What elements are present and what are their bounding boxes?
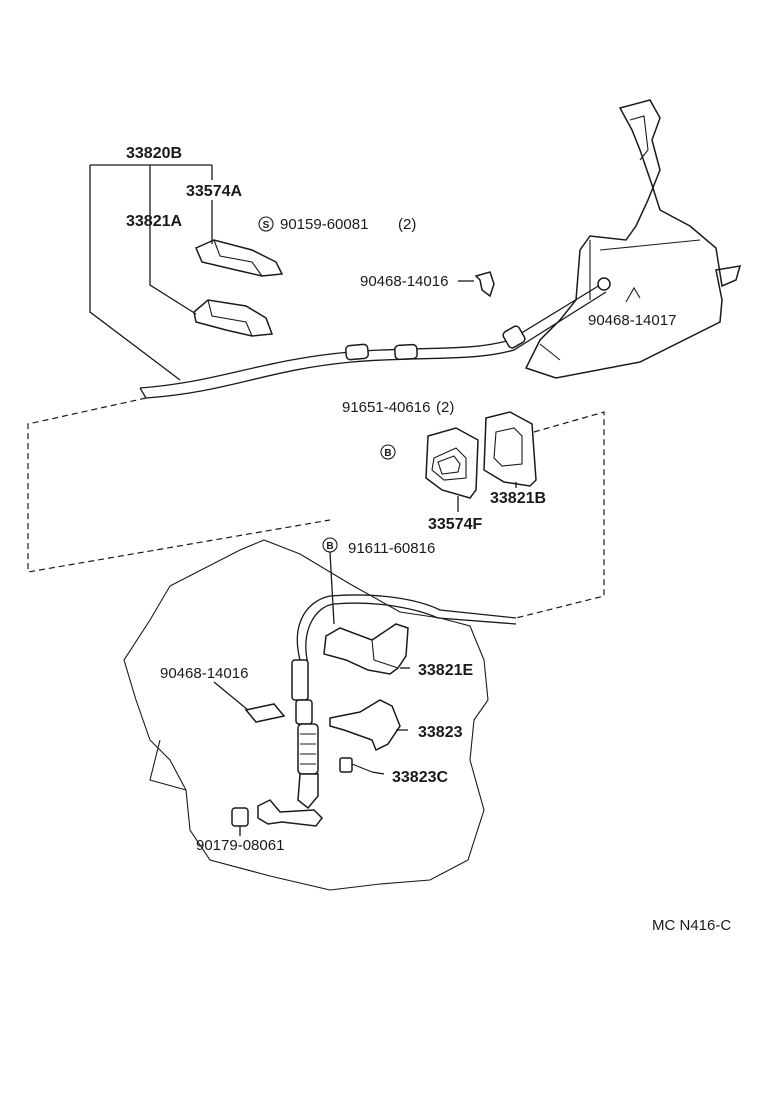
label-33821e: 33821E (418, 662, 473, 679)
label-33821a: 33821A (126, 213, 182, 230)
b-marker-91651: B (380, 444, 396, 460)
label-33821b: 33821B (490, 490, 546, 507)
shift-cable-upper (139, 277, 611, 399)
clip-90468-14016-bottom (244, 703, 286, 723)
shift-cable-lower (291, 594, 517, 810)
label-90468-14016-top: 90468-14016 (360, 273, 448, 290)
grommet-33574f (425, 427, 479, 499)
svg-text:B: B (384, 448, 391, 459)
label-90179-08061: 90179-08061 (196, 837, 284, 854)
label-91651-40616: 91651-40616 (342, 399, 430, 416)
label-33823: 33823 (418, 724, 463, 741)
lever-33823 (329, 699, 401, 752)
clip-90468-14016-top (474, 271, 495, 298)
dashed-boundary (27, 397, 605, 619)
label-91611-60816: 91611-60816 (348, 540, 435, 557)
s-marker: S (258, 216, 274, 232)
label-91651-qty: (2) (436, 399, 454, 416)
bracket-33821e (323, 623, 409, 675)
label-33574a: 33574A (186, 183, 242, 200)
bushing-90179-08061 (231, 799, 323, 827)
label-90468-14017: 90468-14017 (588, 312, 676, 329)
svg-text:B: B (326, 541, 333, 552)
clip-90468-14017 (625, 286, 641, 303)
svg-text:S: S (263, 220, 270, 231)
leader-33820b (89, 164, 213, 381)
transmission-housing (123, 539, 489, 891)
leader-90468-bottom (213, 681, 249, 711)
label-90159-60081: 90159-60081 (280, 216, 368, 233)
b-marker-91611: B (322, 537, 338, 553)
plate-33821b (483, 411, 537, 487)
cable-clip-33574a (195, 239, 284, 277)
footer-code: MC N416-C (652, 917, 731, 934)
label-90468-14016-bottom: 90468-14016 (160, 665, 248, 682)
shift-lever-housing (524, 99, 742, 379)
label-33820b: 33820B (126, 145, 182, 162)
bolt-33823c (339, 757, 373, 773)
leader-33823c (371, 771, 385, 775)
label-33574f: 33574F (428, 516, 482, 533)
label-90159-qty: (2) (398, 216, 416, 233)
leader-91611 (329, 551, 335, 625)
label-33823c: 33823C (392, 769, 448, 786)
cable-clip-33821a (193, 299, 274, 337)
